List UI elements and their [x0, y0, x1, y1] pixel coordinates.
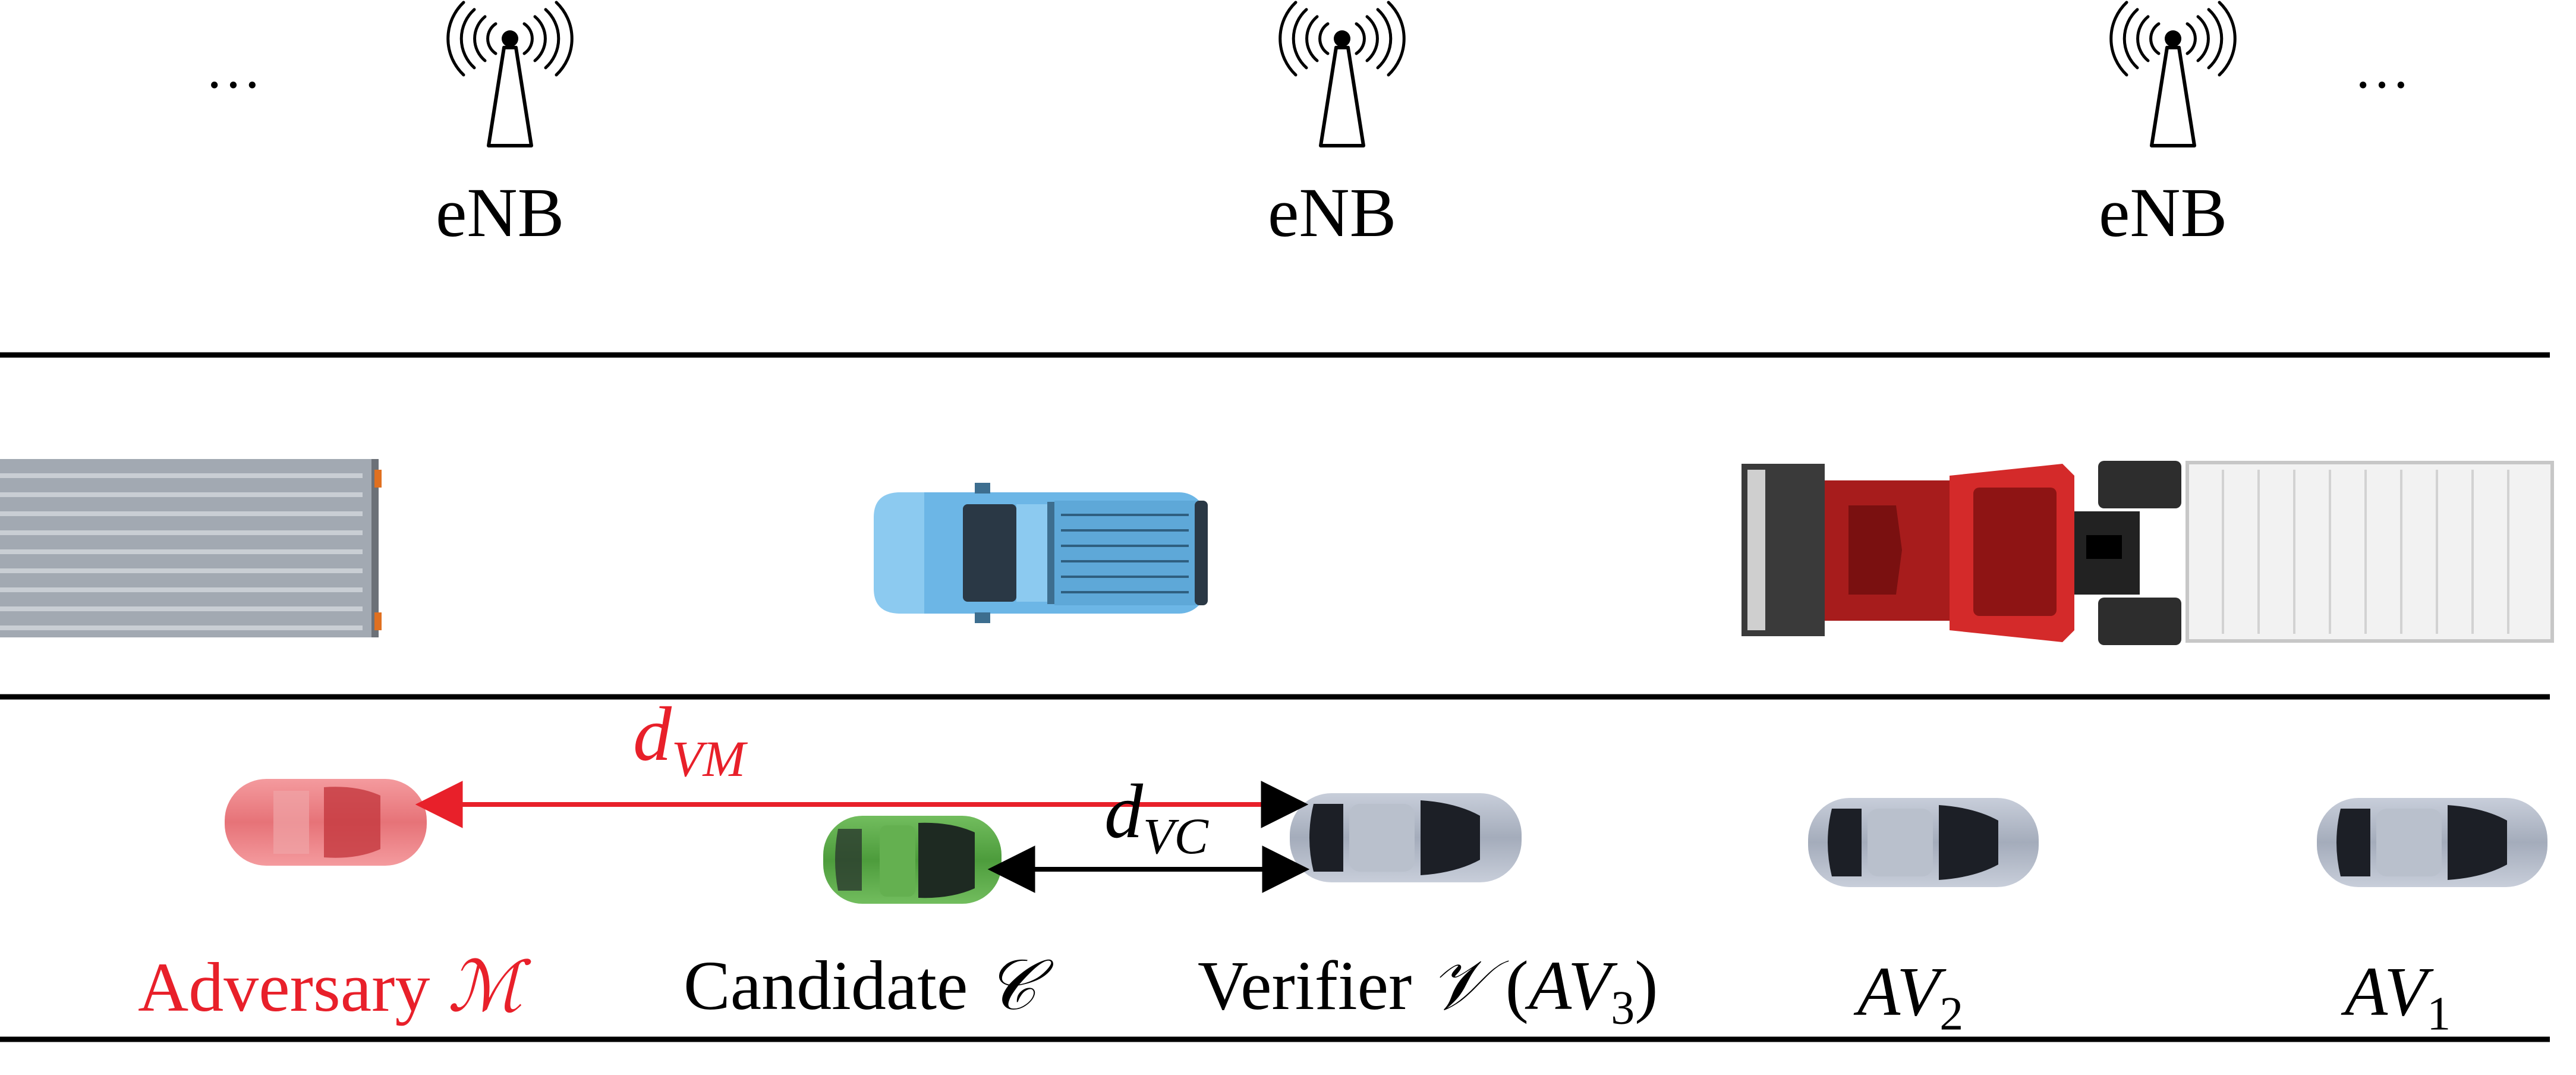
- av2-base: AV: [1857, 953, 1939, 1030]
- distance-label-vc: dVC: [1104, 767, 1208, 866]
- av2-label: AV2: [1857, 951, 1963, 1042]
- distance-label-vm: dVM: [633, 690, 745, 788]
- red-semi-truck-icon: [1742, 461, 2552, 645]
- verifier-symbol: 𝒱: [1429, 947, 1488, 1024]
- candidate-word: Candidate: [684, 947, 968, 1024]
- adversary-label: Adversary ℳ: [138, 945, 522, 1028]
- verifier-car-icon: [1290, 793, 1522, 882]
- av1-sub: 1: [2427, 988, 2451, 1041]
- distance-vc-sub: VC: [1143, 807, 1208, 865]
- enb-tower-icon-2: [1280, 2, 1404, 146]
- enb-tower-icon-1: [448, 2, 572, 146]
- adversary-word: Adversary: [138, 948, 430, 1026]
- verifier-paren-open: (: [1506, 947, 1529, 1024]
- candidate-car-icon: [823, 816, 1002, 904]
- av2-car-icon: [1808, 798, 2039, 887]
- distance-vm-sub: VM: [672, 730, 745, 787]
- adversary-symbol: ℳ: [448, 948, 522, 1026]
- enb-label-1: eNB: [436, 172, 564, 253]
- ellipsis-left: …: [205, 36, 262, 101]
- ellipsis-right: …: [2354, 36, 2410, 101]
- av1-label: AV1: [2345, 951, 2451, 1042]
- verifier-av-sub: 3: [1611, 982, 1635, 1035]
- av1-car-icon: [2317, 798, 2547, 887]
- distance-vc-base: d: [1104, 769, 1143, 854]
- enb-tower-icon-3: [2111, 2, 2235, 146]
- verifier-paren-close: ): [1635, 947, 1658, 1024]
- adversary-car-icon: [225, 779, 427, 866]
- blue-pickup-truck-icon: [874, 483, 1208, 623]
- verifier-label: Verifier 𝒱 (AV3): [1198, 945, 1658, 1036]
- candidate-label: Candidate 𝒞: [684, 945, 1037, 1027]
- enb-label-2: eNB: [1268, 172, 1396, 253]
- verifier-word: Verifier: [1198, 947, 1412, 1024]
- candidate-symbol: 𝒞: [985, 947, 1037, 1024]
- enb-label-3: eNB: [2099, 172, 2227, 253]
- distance-vm-base: d: [633, 691, 672, 777]
- av1-base: AV: [2345, 953, 2427, 1030]
- verifier-av: AV: [1529, 947, 1611, 1024]
- gray-trailer-icon: [0, 459, 382, 637]
- av2-sub: 2: [1939, 988, 1963, 1041]
